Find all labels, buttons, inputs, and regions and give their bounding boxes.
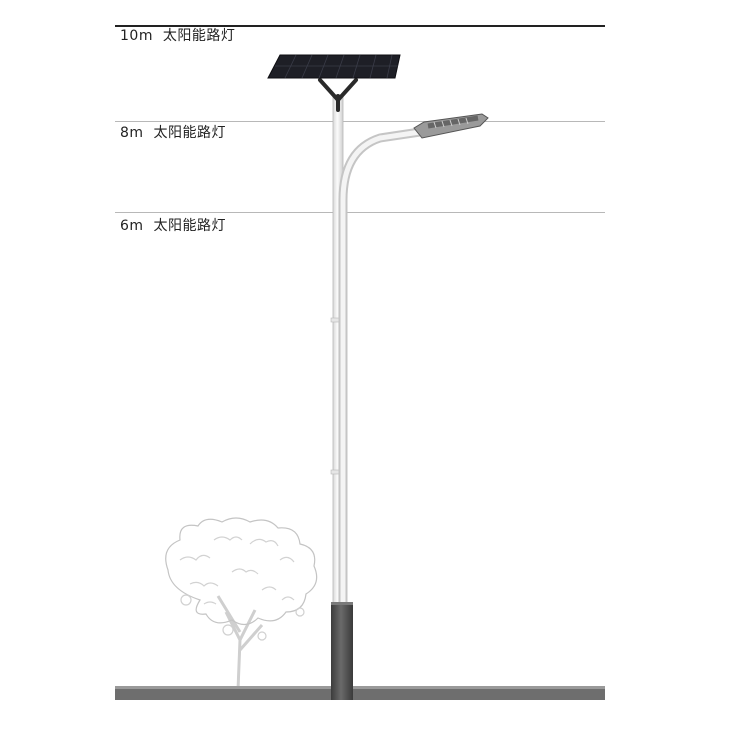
solar-panel-icon [267, 54, 401, 79]
height-label-10m: 10m 太阳能路灯 [120, 28, 236, 44]
height-line-8m [115, 121, 605, 122]
lamp-arm [338, 127, 425, 610]
ground [115, 688, 605, 700]
pole-base [331, 604, 353, 700]
tree-icon [165, 517, 318, 692]
height-label-6m: 6m 太阳能路灯 [120, 218, 226, 234]
led-lamp-head-icon [413, 113, 489, 139]
height-label-8m: 8m 太阳能路灯 [120, 125, 226, 141]
solar-panel-bracket [318, 78, 358, 112]
height-line-10m [115, 25, 605, 27]
height-line-6m [115, 212, 605, 213]
